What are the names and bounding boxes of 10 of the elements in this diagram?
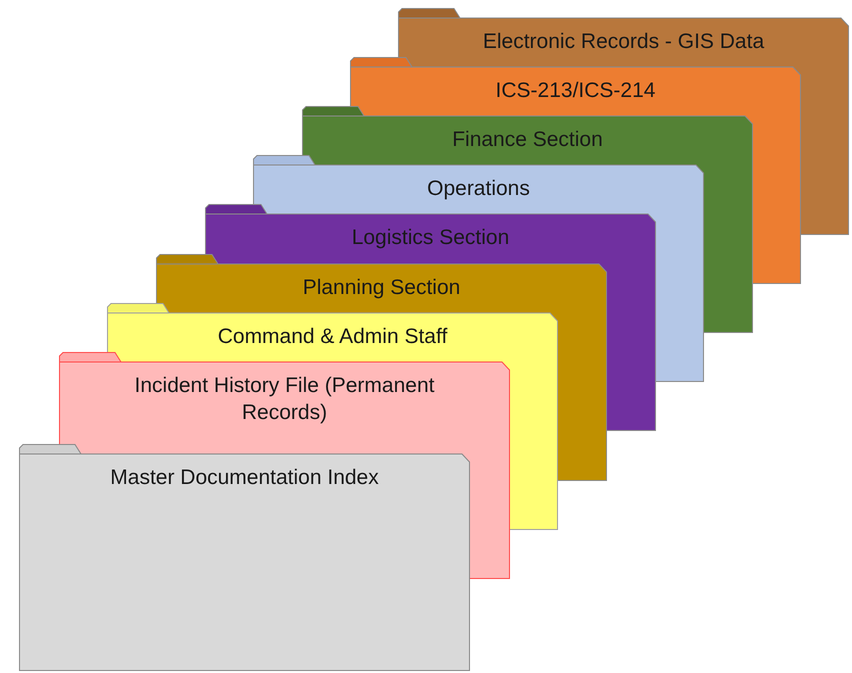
- folder-label: Electronic Records - GIS Data: [482, 29, 764, 55]
- folder-label: Finance Section: [452, 127, 603, 153]
- folder-label: Logistics Section: [352, 225, 510, 251]
- folder-label: Incident History File (Permanent Records): [134, 373, 436, 426]
- folder-label: Planning Section: [302, 275, 460, 301]
- folder-label: Master Documentation Index: [110, 465, 379, 491]
- folder-label: Command & Admin Staff: [218, 324, 448, 350]
- folder: [19, 444, 470, 671]
- folder-label: Operations: [427, 176, 530, 202]
- folder-label: ICS-213/ICS-214: [496, 78, 656, 104]
